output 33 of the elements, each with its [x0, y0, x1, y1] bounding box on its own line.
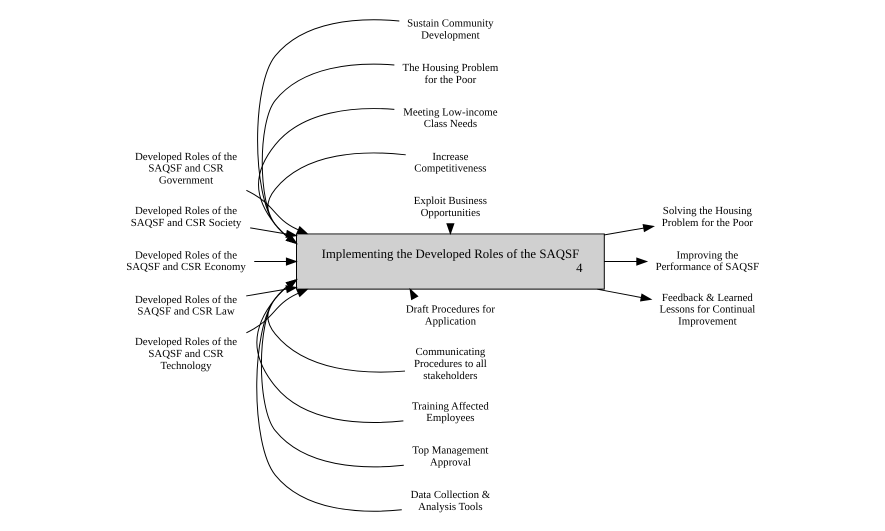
- node-text: Draft Procedures for Application: [405, 304, 494, 328]
- node-text: Training Affected Employees: [411, 400, 488, 424]
- node-text: Sustain Community Development: [406, 18, 494, 42]
- node-text: Communicating Procedures to all stakeholders: [413, 346, 486, 382]
- node-text: Data Collection & Analysis Tools: [410, 489, 490, 513]
- arrow: [245, 190, 308, 234]
- arrow: [266, 152, 406, 244]
- node-text: Developed Roles of the SAQSF and CSR Society: [130, 205, 241, 229]
- arrow: [253, 257, 298, 266]
- arrow: [245, 288, 308, 334]
- arrow: [256, 278, 404, 423]
- arrow: [266, 278, 405, 373]
- node-text: Solving the Housing Problem for the Poor: [661, 205, 753, 229]
- arrow: [256, 19, 400, 244]
- arrow: [260, 278, 404, 468]
- node-text: Developed Roles of the SAQSF and CSR Government: [134, 150, 237, 186]
- node-text: Developed Roles of the SAQSF and CSR Law: [134, 294, 237, 318]
- arrow: [258, 108, 394, 244]
- node-text: Top Management Approval: [412, 444, 488, 469]
- node-text: Exploit Business Opportunities: [413, 195, 486, 219]
- node-text: Feedback & Learned Lessons for Continual Improvement: [658, 292, 755, 328]
- arrow: [604, 224, 654, 236]
- arrow: [596, 288, 652, 302]
- node-text: Increase Competitiveness: [414, 150, 486, 175]
- arrow: [256, 278, 402, 512]
- node-text: Meeting Low-income Class Needs: [402, 106, 498, 130]
- node-text: Developed Roles of the SAQSF and CSR Technology: [134, 336, 237, 372]
- arrow: [261, 64, 394, 244]
- arrow: [604, 257, 648, 266]
- node-text: Improving the Performance of SAQSF: [655, 249, 759, 274]
- node-box: Implementing the Developed Roles of the SAQSF 4: [296, 233, 604, 290]
- node-text: The Housing Problem for the Poor: [402, 62, 498, 86]
- node-text: Developed Roles of the SAQSF and CSR Economy: [126, 249, 246, 274]
